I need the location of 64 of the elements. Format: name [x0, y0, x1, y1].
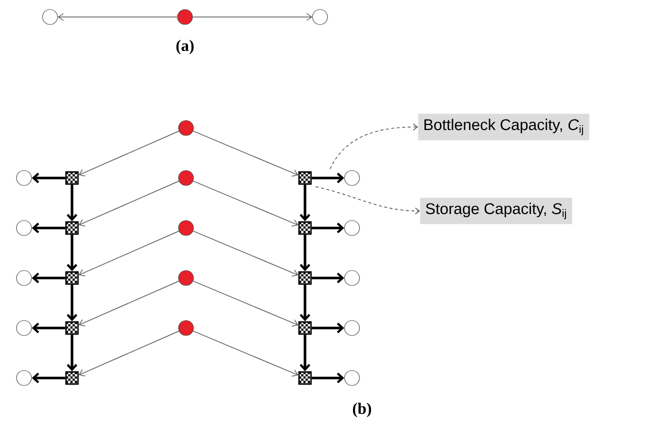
checkered-square: [65, 371, 79, 385]
arrow: [78, 130, 180, 176]
arrow: [300, 234, 310, 272]
panel-label: (b): [352, 402, 372, 418]
checkered-square: [65, 221, 79, 235]
arrow: [32, 372, 66, 384]
panel-label: (a): [176, 40, 194, 54]
circle-node: [344, 270, 360, 286]
arrow: [312, 222, 344, 234]
circle-node: [16, 170, 32, 186]
arrow: [312, 272, 344, 284]
circle-node: [178, 170, 194, 186]
circle-node: [16, 270, 32, 286]
circle-node: [312, 9, 328, 25]
checkered-square: [65, 321, 79, 335]
arrow: [300, 284, 310, 322]
circle-node: [16, 220, 32, 236]
checkered-square: [298, 321, 312, 335]
circle-node: [344, 170, 360, 186]
circle-node: [177, 9, 193, 25]
arrow: [312, 322, 344, 334]
circle-node: [42, 9, 58, 25]
circle-node: [178, 120, 194, 136]
circle-node: [178, 270, 194, 286]
arrow: [78, 330, 180, 376]
circle-node: [344, 370, 360, 386]
arrow: [78, 280, 180, 326]
arrow: [66, 184, 78, 222]
circle-node: [178, 320, 194, 336]
arrow: [78, 180, 180, 226]
checkered-square: [65, 171, 79, 185]
checkered-square: [298, 371, 312, 385]
arrow: [312, 372, 344, 384]
callout-box: Bottleneck Capacity, C$_{ij}$: [418, 114, 590, 140]
checkered-square: [65, 271, 79, 285]
arrow: [66, 334, 78, 372]
arrow: [32, 272, 66, 284]
circle-node: [16, 370, 32, 386]
arrow: [192, 13, 312, 21]
checkered-square: [298, 171, 312, 185]
arrow: [32, 322, 66, 334]
arrow: [78, 230, 180, 276]
circle-node: [178, 220, 194, 236]
arrow: [32, 222, 66, 234]
arrow: [66, 234, 78, 272]
callout-box: Storage Capacity, S$_{ij}$: [420, 198, 572, 224]
circle-node: [344, 320, 360, 336]
arrow: [300, 334, 310, 372]
arrow: [32, 172, 66, 184]
leader-arrow: [315, 186, 420, 214]
arrow: [192, 280, 298, 327]
arrow: [300, 184, 310, 222]
circle-node: [344, 220, 360, 236]
arrow: [192, 230, 298, 277]
checkered-square: [298, 271, 312, 285]
arrow: [312, 172, 344, 184]
leader-arrow: [330, 124, 418, 170]
arrow: [192, 330, 298, 377]
arrow: [66, 284, 78, 322]
circle-node: [16, 320, 32, 336]
arrow: [192, 130, 298, 177]
checkered-square: [298, 221, 312, 235]
arrow: [58, 13, 178, 21]
arrow: [192, 180, 298, 227]
